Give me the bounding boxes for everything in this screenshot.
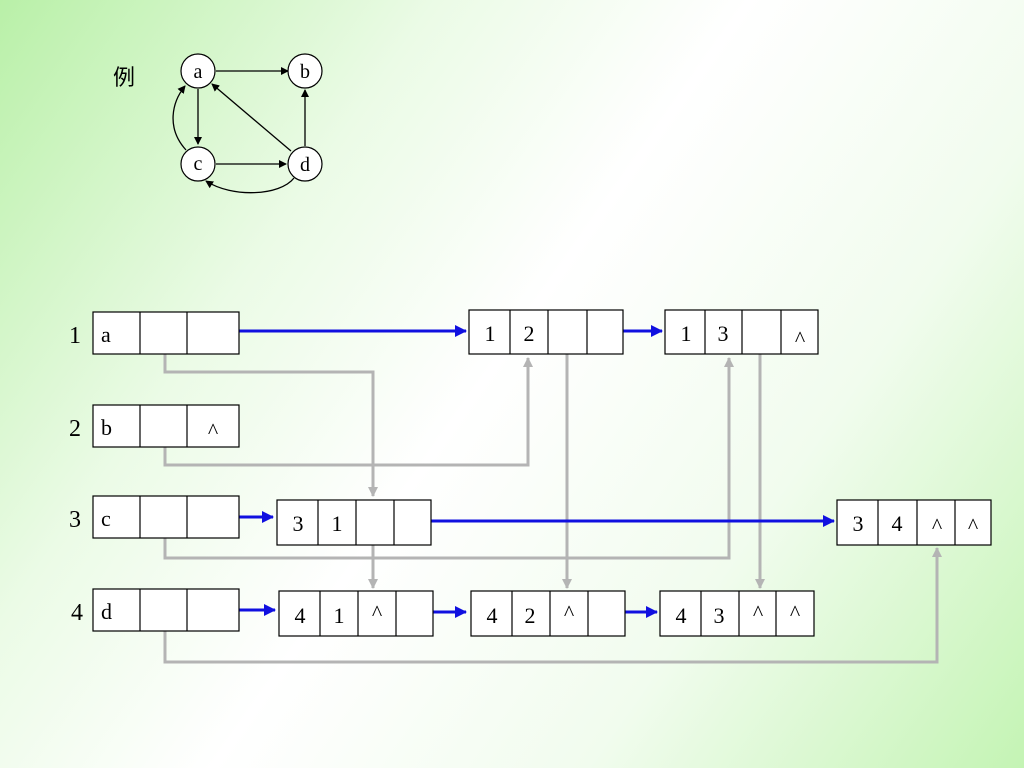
arc-headvex: 1 — [332, 511, 343, 536]
arc-tailvex: 4 — [487, 603, 498, 628]
arc-headvex: 3 — [714, 603, 725, 628]
graph-node-c: c — [180, 146, 216, 182]
head-link-d-firstin — [163, 547, 942, 664]
edge-c-a — [172, 85, 187, 151]
graph-node-label: d — [300, 154, 310, 176]
vertex-node-c: c — [92, 495, 240, 539]
arc-node-3-1: 3 1 — [276, 499, 432, 546]
arc-headvex: 2 — [525, 603, 536, 628]
vertex-index: 1 — [69, 323, 81, 349]
arc-nodes: 1 2 1 3 ^ 3 1 3 4 ^ — [276, 309, 992, 637]
arc-tailvex: 4 — [676, 603, 687, 628]
vertex-data: c — [101, 506, 111, 531]
graph-node-label: a — [194, 61, 203, 83]
arc-headvex: 1 — [334, 603, 345, 628]
arc-tlink: ^ — [790, 600, 801, 625]
arc-hlink: ^ — [932, 513, 943, 538]
vertex-node-d: d — [92, 588, 240, 632]
edge-d-a — [211, 83, 292, 152]
arc-tailvex: 1 — [485, 321, 496, 346]
example-label: 例 — [113, 66, 136, 91]
vertex-node-a: a — [92, 311, 240, 355]
arc-node-4-2: 4 2 ^ — [470, 590, 626, 637]
vertex-data: a — [101, 322, 111, 347]
arc-tailvex: 3 — [293, 511, 304, 536]
arc-tailvex: 3 — [853, 511, 864, 536]
graph-node-b: b — [287, 53, 323, 89]
arc-node-1-3: 1 3 ^ — [664, 309, 819, 355]
arc-headvex: 3 — [718, 321, 729, 346]
arc-node-1-2: 1 2 — [468, 309, 624, 355]
graph-node-d: d — [287, 146, 323, 182]
arc-tlink: ^ — [968, 513, 979, 538]
arc-tailvex: 4 — [295, 603, 306, 628]
head-link-a-firstin — [163, 342, 378, 497]
vertex-node-b: b ^ — [92, 404, 240, 448]
vertex-firstout: ^ — [208, 418, 219, 443]
graph-edges — [172, 67, 309, 194]
arc-hlink: ^ — [753, 600, 764, 625]
arc-tlink: ^ — [795, 326, 806, 351]
arc-headvex: 4 — [892, 511, 903, 536]
arc-hlink: ^ — [564, 600, 575, 625]
vertex-index-labels: 1 2 3 4 — [69, 323, 83, 626]
arc-node-3-4: 3 4 ^ ^ — [836, 499, 992, 546]
vertex-data: b — [101, 415, 112, 440]
arc-node-4-1: 4 1 ^ — [278, 590, 434, 637]
vertex-index: 3 — [69, 507, 81, 533]
graph-node-label: c — [194, 153, 203, 175]
arc-headvex: 2 — [524, 321, 535, 346]
arc-node-4-3: 4 3 ^ ^ — [659, 590, 815, 637]
vertex-index: 4 — [71, 600, 83, 626]
arc-hlink: ^ — [372, 600, 383, 625]
example-graph: a b c d — [172, 53, 323, 194]
edge-d-c — [205, 177, 295, 194]
vertex-index: 2 — [69, 416, 81, 442]
graph-node-label: b — [300, 61, 310, 83]
arc-tailvex: 1 — [681, 321, 692, 346]
vertex-nodes: a b ^ c d — [92, 311, 240, 632]
graph-node-a: a — [180, 53, 216, 89]
vertex-data: d — [101, 599, 112, 624]
head-link-c-firstin — [163, 357, 734, 560]
